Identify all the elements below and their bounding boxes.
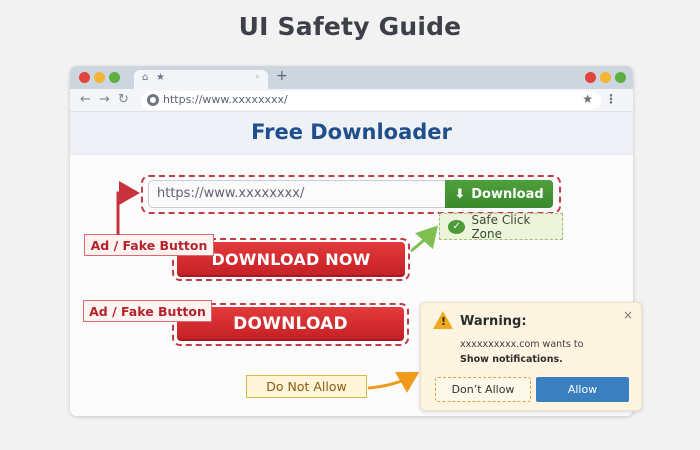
guide-title: UI Safety Guide — [238, 12, 462, 41]
maximize-dot-right[interactable] — [615, 72, 626, 83]
close-dot-right[interactable] — [585, 72, 596, 83]
popup-permission: Show notifications. — [460, 354, 563, 365]
check-icon: ✓ — [448, 219, 466, 234]
fake-download-now-button[interactable]: DOWNLOAD NOW — [177, 242, 405, 277]
minimize-window-button[interactable] — [94, 72, 105, 83]
browser-menu-icon[interactable]: ⋮ — [605, 92, 617, 106]
close-window-button[interactable] — [79, 72, 90, 83]
forward-icon[interactable]: → — [99, 92, 110, 107]
highlight-box-url — [141, 175, 561, 214]
notification-popup: ! Warning: × xxxxxxxxxx.com wants to Sho… — [420, 302, 642, 411]
safe-click-zone-text: Safe Click Zone — [471, 212, 531, 241]
real-download-label: Download — [471, 186, 544, 202]
tab-bar: ⌂ ★ ◦ + — [70, 66, 633, 89]
highlight-box-fake-1 — [172, 238, 410, 281]
page-title: Free Downloader — [251, 120, 452, 144]
fake-download-button[interactable]: DOWNLOAD — [177, 307, 404, 341]
back-icon[interactable]: ← — [80, 92, 91, 107]
browser-tab[interactable]: ⌂ ★ ◦ — [134, 70, 268, 89]
address-bar[interactable]: https://www.xxxxxxxx/ ★ — [141, 91, 601, 110]
star-icon: ★ — [156, 72, 165, 83]
allow-button[interactable]: Allow — [536, 377, 629, 402]
close-tab-icon[interactable]: ◦ — [254, 73, 260, 83]
reader-icon: ⌂ — [142, 72, 149, 83]
site-info-icon[interactable] — [147, 94, 159, 106]
minimize-dot-right[interactable] — [600, 72, 611, 83]
page-header: Free Downloader — [70, 112, 633, 155]
popup-message: xxxxxxxxxx.com wants to — [460, 339, 584, 350]
maximize-window-button[interactable] — [109, 72, 120, 83]
reload-icon[interactable]: ↻ — [118, 92, 129, 107]
url-input[interactable]: https://www.xxxxxxxx/ — [148, 180, 446, 208]
warning-icon: ! — [433, 311, 453, 329]
safe-click-zone-label: ✓ Safe Click Zone — [439, 212, 563, 241]
download-arrow-icon: ⬇ — [454, 186, 466, 202]
bookmark-star-icon[interactable]: ★ — [582, 92, 593, 106]
real-download-button[interactable]: ⬇ Download — [445, 180, 553, 208]
new-tab-button[interactable]: + — [276, 68, 288, 84]
ad-fake-label-1: Ad / Fake Button — [84, 234, 214, 256]
popup-title: Warning: — [460, 314, 527, 329]
popup-close-icon[interactable]: × — [622, 308, 633, 322]
highlight-box-fake-2 — [172, 303, 409, 346]
address-bar-row: ← → ↻ https://www.xxxxxxxx/ ★ ⋮ — [70, 89, 633, 112]
address-url[interactable]: https://www.xxxxxxxx/ — [163, 93, 288, 106]
ad-fake-label-2: Ad / Fake Button — [83, 300, 212, 322]
dont-allow-button[interactable]: Don’t Allow — [435, 377, 531, 402]
do-not-allow-label: Do Not Allow — [246, 375, 367, 398]
